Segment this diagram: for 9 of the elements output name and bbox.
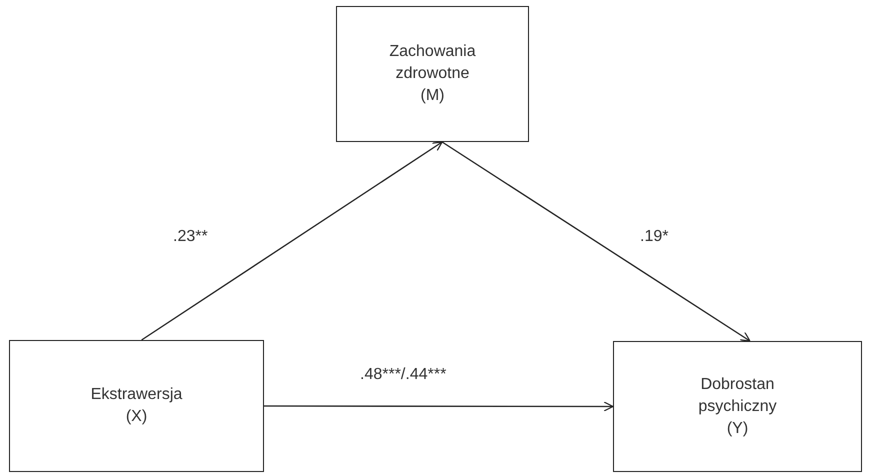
arrow <box>264 401 614 412</box>
variable-label: Dobrostan psychiczny (Y) <box>697 374 778 438</box>
arrow <box>141 141 443 341</box>
variable-label: Zachowania zdrowotne (M) <box>388 42 477 106</box>
arrow <box>442 141 751 342</box>
variable-box <box>9 340 264 472</box>
variable-label: Ekstrawersja (X) <box>90 385 184 427</box>
variable-box <box>336 6 529 142</box>
variable-box <box>613 341 862 472</box>
